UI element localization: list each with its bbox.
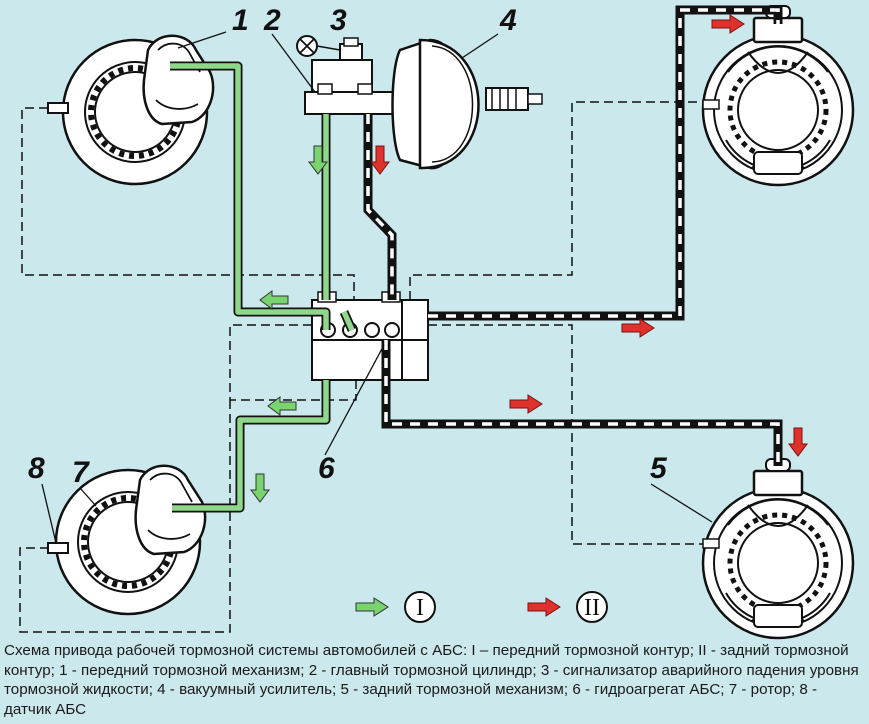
abs-brake-diagram: I II 1 2 3 4 5 6 7 8 bbox=[19, 0, 869, 640]
label-6: 6 bbox=[318, 452, 335, 485]
rear-brake-bottom bbox=[703, 459, 853, 638]
rear-flow-arrows bbox=[370, 14, 808, 617]
label-5: 5 bbox=[650, 452, 668, 485]
front-circuit-lines bbox=[170, 61, 357, 513]
front-brake-top bbox=[47, 34, 215, 184]
master-cylinder bbox=[304, 37, 404, 115]
abs-unit bbox=[311, 291, 429, 381]
label-7: 7 bbox=[72, 456, 90, 489]
vacuum-booster bbox=[391, 38, 543, 170]
rear-brake-top bbox=[703, 6, 853, 185]
legend-rear: II bbox=[576, 591, 608, 623]
label-3: 3 bbox=[330, 4, 347, 37]
legend-rear-text: II bbox=[584, 595, 600, 621]
legend-front-text: I bbox=[416, 595, 424, 621]
leader-lines bbox=[41, 31, 713, 544]
sensor-wires bbox=[19, 101, 703, 633]
front-flow-arrows bbox=[250, 145, 389, 617]
warning-lamp-icon bbox=[296, 35, 341, 57]
rear-circuit-lines bbox=[363, 5, 783, 466]
label-2: 2 bbox=[263, 4, 281, 37]
legend-front: I bbox=[404, 591, 436, 623]
label-8: 8 bbox=[28, 452, 45, 485]
figure-caption: Схема привода рабочей тормозной системы … bbox=[4, 642, 859, 718]
label-1: 1 bbox=[232, 4, 249, 37]
label-4: 4 bbox=[499, 4, 517, 37]
